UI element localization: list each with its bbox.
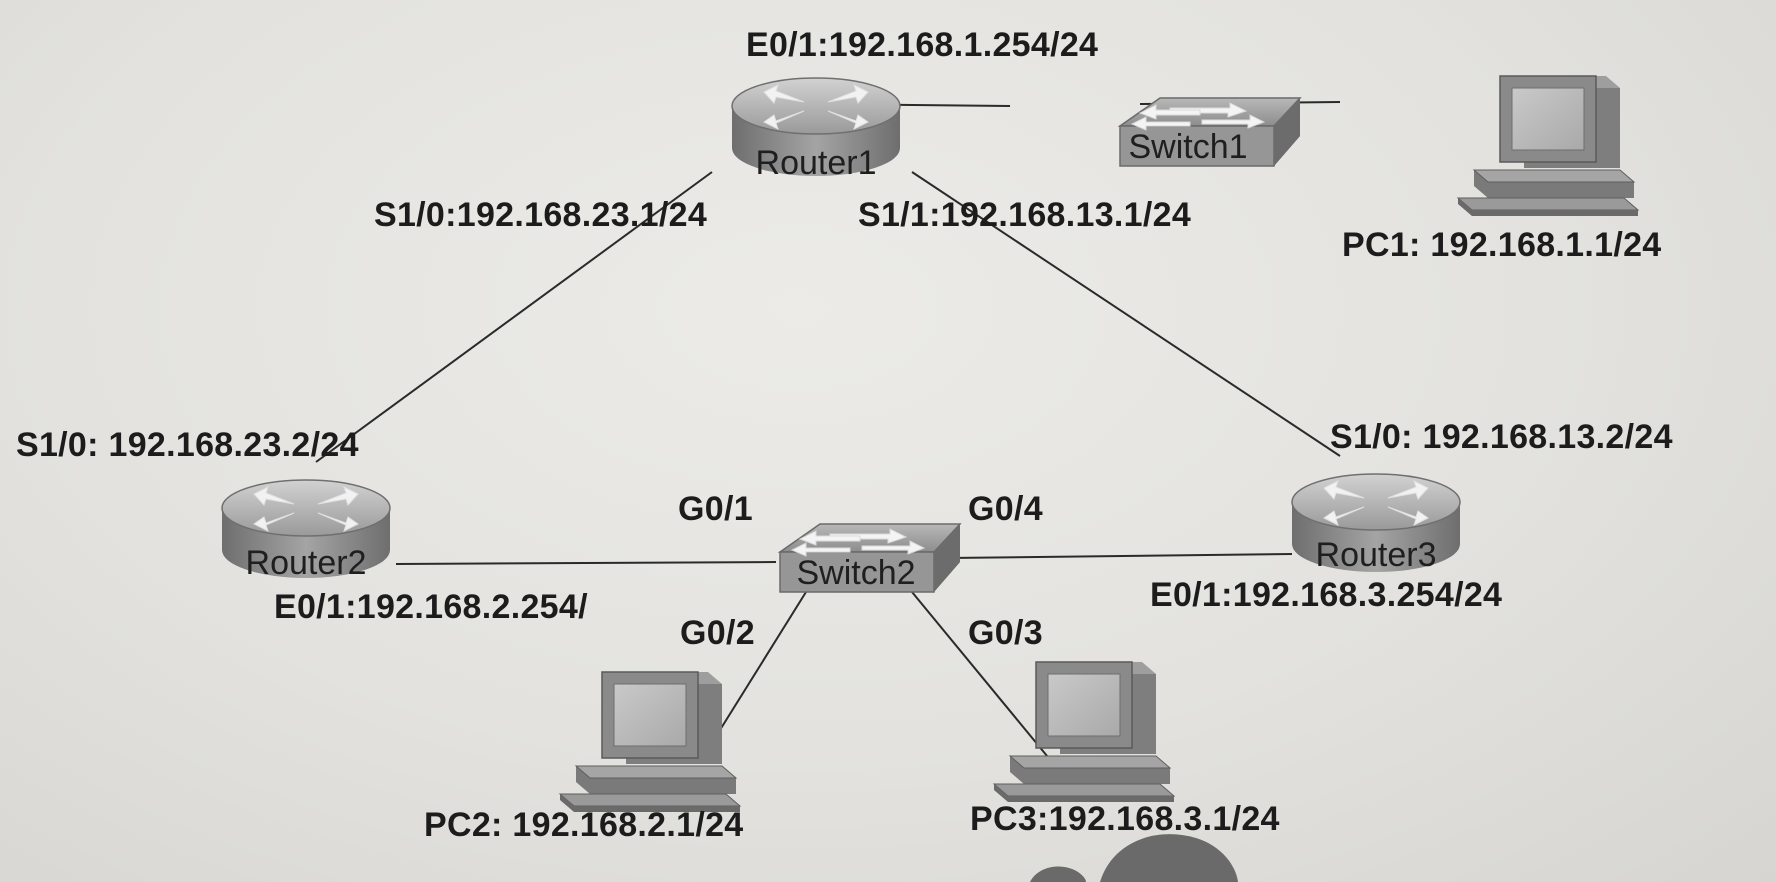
router3-e01-label: E0/1:192.168.3.254/24: [1150, 576, 1503, 614]
switch2-port-g04: G0/4: [968, 490, 1043, 528]
router2[interactable]: Router2: [221, 479, 391, 582]
router2-e01-label: E0/1:192.168.2.254/: [274, 588, 588, 626]
router1-e01-label: E0/1:192.168.1.254/24: [746, 26, 1099, 64]
pc3[interactable]: [993, 661, 1175, 803]
router1-name: Router1: [756, 144, 877, 182]
pc1-label: PC1: 192.168.1.1/24: [1342, 226, 1662, 264]
router2-s10-label: S1/0: 192.168.23.2/24: [16, 426, 359, 464]
router1-s10-label: S1/0:192.168.23.1/24: [374, 196, 708, 234]
router1-s11-label: S1/1:192.168.13.1/24: [858, 196, 1192, 234]
link-router2-switch2: [395, 561, 777, 565]
link-router1-router2: [315, 171, 713, 463]
router3[interactable]: Router3: [1291, 473, 1461, 574]
switch2-port-g01: G0/1: [678, 490, 753, 528]
pc2-label: PC2: 192.168.2.1/24: [424, 806, 744, 844]
pc2[interactable]: [559, 671, 741, 813]
pc1[interactable]: [1457, 75, 1639, 217]
router1[interactable]: Router1: [731, 77, 901, 182]
switch1-name: Switch1: [1128, 128, 1247, 166]
pc3-label: PC3:192.168.3.1/24: [970, 800, 1280, 838]
partial-shape: [1100, 834, 1238, 882]
router2-name: Router2: [246, 544, 367, 582]
link-switch2-pc3: [911, 591, 1053, 763]
partial-shape-small: [1030, 866, 1086, 882]
link-switch2-router3: [947, 553, 1293, 559]
router3-s10-label: S1/0: 192.168.13.2/24: [1330, 418, 1673, 456]
switch1[interactable]: Switch1: [1119, 97, 1301, 167]
link-router1-router3: [911, 171, 1341, 457]
router3-name: Router3: [1316, 536, 1437, 574]
switch2-port-g02: G0/2: [680, 614, 755, 652]
switch2[interactable]: Switch2: [779, 523, 961, 593]
switch2-port-g03: G0/3: [968, 614, 1043, 652]
links: [315, 101, 1341, 763]
switch2-name: Switch2: [796, 554, 915, 592]
